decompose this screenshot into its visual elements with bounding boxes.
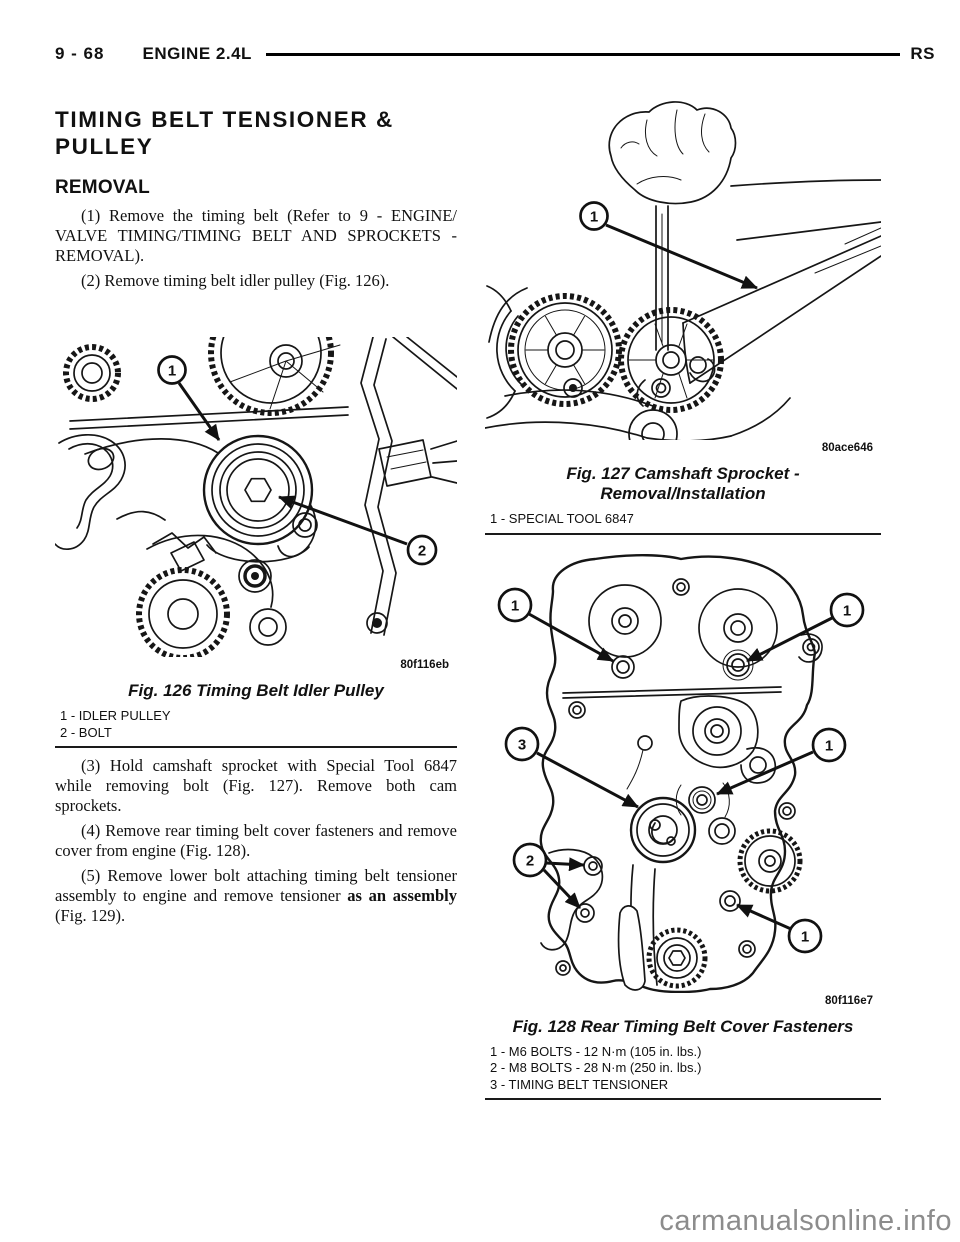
- fig127-divider: [485, 532, 881, 535]
- fig128-callout-3-label: 3: [518, 736, 526, 753]
- fig128-drawing: 1 1 1 3 2 1: [497, 553, 865, 993]
- site-watermark: carmanualsonline.info: [659, 1205, 952, 1237]
- fig128-callout-2-circle: [512, 842, 548, 877]
- fig126-callout-1-label: 1: [168, 363, 176, 380]
- fig128-callouts: 1 1 1 3 2 1: [497, 587, 865, 953]
- fig128-callout-1-tl-label: 1: [511, 597, 519, 614]
- step-3: (3) Hold camshaft sprocket with Special …: [55, 756, 457, 815]
- fig128-legend-item: 1 - M6 BOLTS - 12 N·m (105 in. lbs.): [490, 1043, 702, 1059]
- page-header: 9 - 68 ENGINE 2.4L RS: [55, 44, 935, 64]
- step-4: (4) Remove rear timing belt cover fasten…: [55, 821, 457, 860]
- fig128-caption: Fig. 128 Rear Timing Belt Cover Fastener…: [512, 1016, 854, 1036]
- header-rule: [265, 53, 901, 56]
- removal-heading: REMOVAL: [55, 177, 150, 198]
- fig126-callout-2-circle: [406, 534, 438, 566]
- fig128-legend-item: 3 - TIMING BELT TENSIONER: [490, 1076, 669, 1092]
- fig126-caption: Fig. 126 Timing Belt Idler Pulley: [128, 681, 384, 700]
- fig128-callout-3-circle: [504, 726, 540, 761]
- fig127-callout-1-circle: [579, 201, 609, 231]
- fig127-image-code: 80ace646: [821, 442, 873, 454]
- fig128-callout-1-tr-circle: [829, 592, 865, 627]
- figure-127: 1 80ace646 Fig. 127 Camshaft Sprocket - …: [485, 98, 881, 535]
- fig128-callout-1-br-circle: [787, 918, 823, 953]
- fig126-legend-item: 1 - IDLER PULLEY: [60, 708, 171, 723]
- fig126-legend-item: 2 - BOLT: [60, 724, 112, 740]
- fig128-callout-1-tr-label: 1: [843, 602, 851, 619]
- step-5-bold-text: as an assembly: [347, 886, 457, 905]
- fig128-callout-2-label: 2: [526, 852, 534, 869]
- fig128-legend-item: 2 - M8 BOLTS - 28 N·m (250 in. lbs.): [490, 1060, 702, 1075]
- model-code: RS: [910, 44, 935, 63]
- fig127-callout-1-label: 1: [590, 209, 598, 226]
- fig128-legend: 1 - M6 BOLTS - 12 N·m (105 in. lbs.) 2 -…: [485, 1044, 881, 1094]
- fig128-callout-1-mr-label: 1: [825, 737, 833, 754]
- fig126-engine-art: [55, 337, 457, 657]
- fig127-engine-art: [485, 101, 881, 440]
- step-5-text: (5) Remove lower bolt attaching timing b…: [55, 866, 457, 905]
- article-title: TIMING BELT TENSIONER & PULLEY: [55, 107, 394, 159]
- fig126-callout-2-label: 2: [418, 543, 426, 560]
- fig127-legend-item: 1 - SPECIAL TOOL 6847: [490, 511, 634, 526]
- fig128-engine-art: [539, 553, 823, 993]
- figure-126: 1 2 80f116eb Fig. 126 Timing Belt Idler …: [55, 337, 457, 748]
- page-number: 9 - 68: [55, 44, 105, 63]
- fig127-legend: 1 - SPECIAL TOOL 6847: [485, 511, 881, 528]
- fig126-divider: [55, 746, 457, 748]
- section-title: ENGINE 2.4L: [142, 44, 252, 63]
- fig127-callouts: 1: [579, 201, 758, 290]
- fig128-callout-1-tl-circle: [497, 587, 533, 622]
- fig126-drawing: 1 2: [55, 337, 457, 657]
- fig126-image-code: 80f116eb: [400, 659, 449, 671]
- fig126-callout-1-circle: [157, 355, 187, 385]
- step-2: (2) Remove timing belt idler pulley (Fig…: [81, 271, 390, 290]
- left-column: TIMING BELT TENSIONER & PULLEY REMOVAL (…: [55, 106, 457, 926]
- fig128-image-code: 80f116e7: [825, 994, 873, 1007]
- step-5-text: (Fig. 129).: [55, 906, 126, 925]
- fig126-callouts: 1 2: [157, 355, 438, 566]
- fig128-divider: [485, 1098, 881, 1100]
- fig128-callout-1-br-label: 1: [801, 928, 809, 945]
- fig126-legend: 1 - IDLER PULLEY 2 - BOLT: [55, 708, 457, 741]
- fig127-caption: Fig. 127 Camshaft Sprocket - Removal/Ins…: [566, 464, 800, 503]
- figure-128: 1 1 1 3 2 1 80f116e7 Fig. 128 Rear Timin…: [485, 553, 881, 1100]
- right-column: 1 80ace646 Fig. 127 Camshaft Sprocket - …: [485, 98, 881, 1100]
- fig127-drawing: 1: [485, 101, 881, 440]
- step-1: (1) Remove the timing belt (Refer to 9 -…: [55, 206, 457, 265]
- fig128-callout-1-mr-circle: [811, 727, 847, 762]
- step-5: (5) Remove lower bolt attaching timing b…: [55, 866, 457, 926]
